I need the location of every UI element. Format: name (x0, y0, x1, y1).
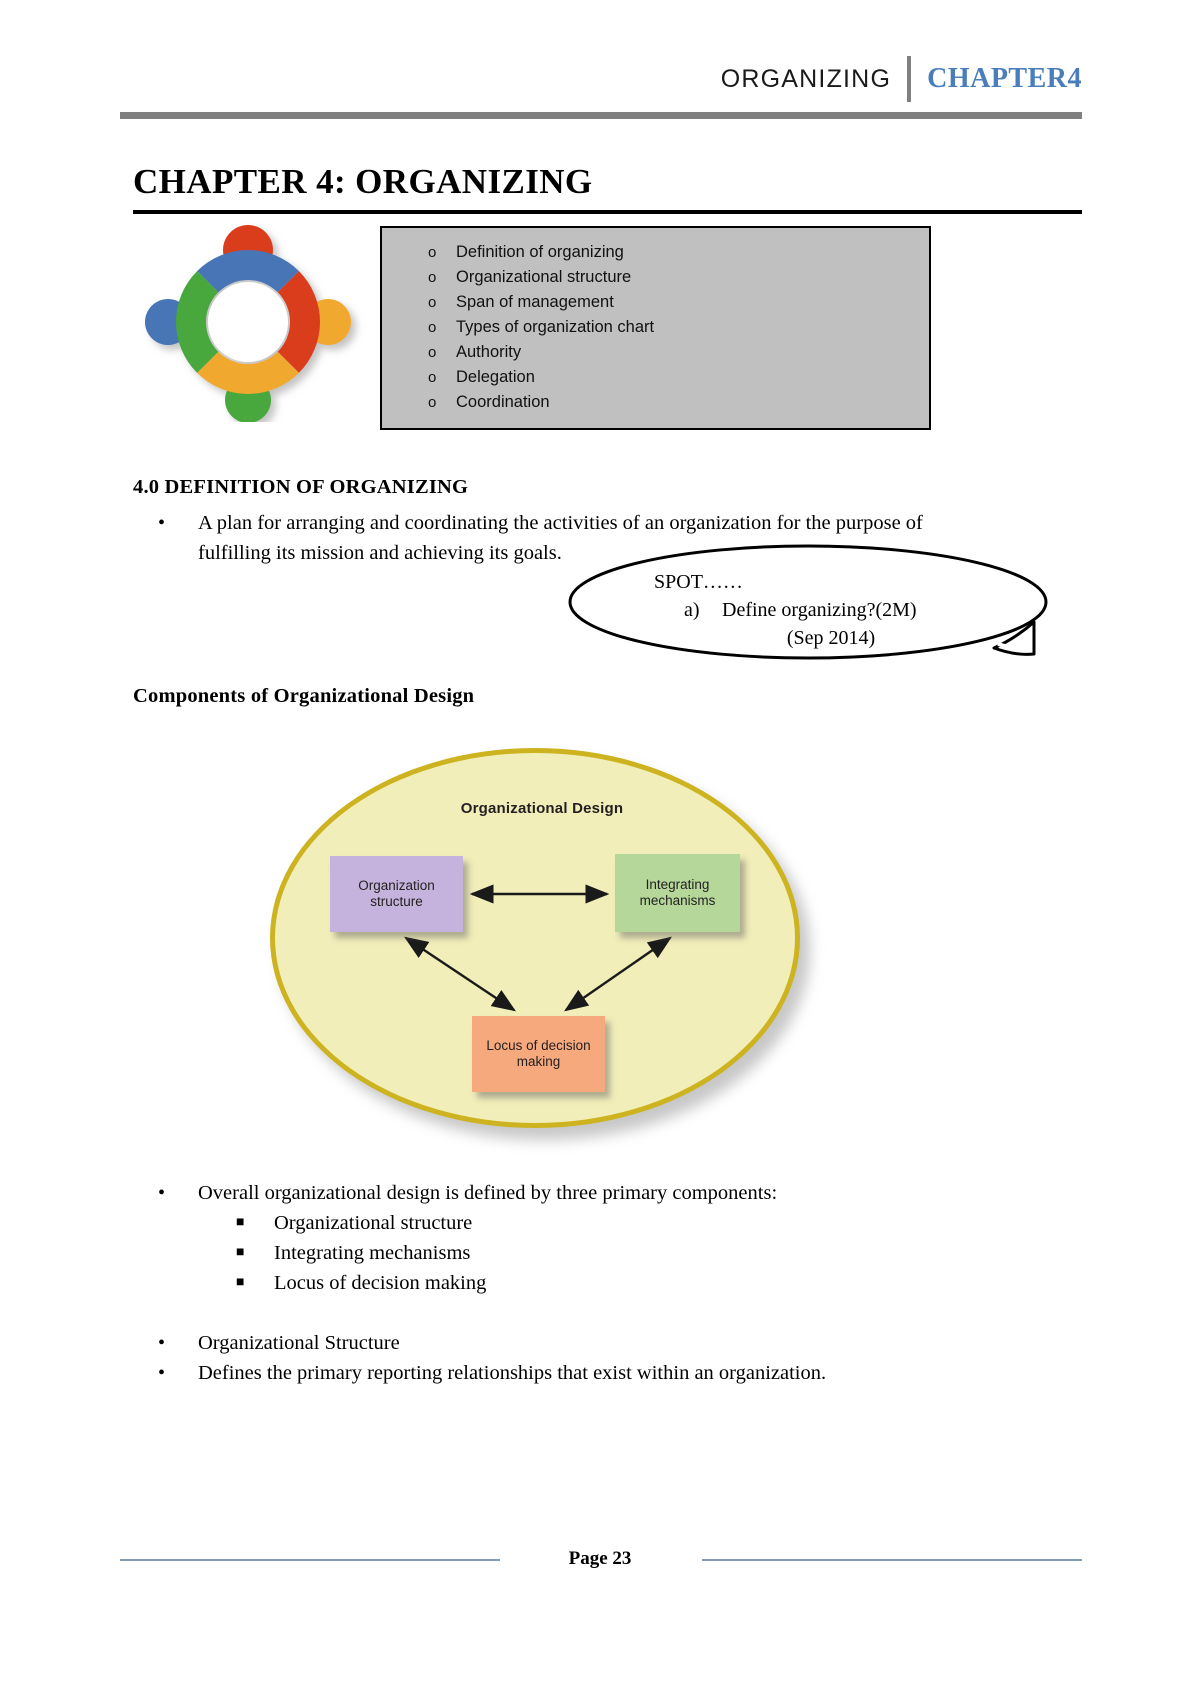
toc-item-label: Authority (456, 343, 522, 361)
toc-item: o Organizational structure (382, 265, 929, 290)
closing-bullets: • Organizational Structure • Defines the… (158, 1328, 998, 1388)
spot-question-marker: a) (684, 599, 700, 621)
bullet-dot-icon: • (158, 1332, 166, 1354)
definition-bullet-text: A plan for arranging and coordinating th… (198, 512, 923, 564)
closing-bullet-text: Organizational Structure (198, 1332, 400, 1354)
diagram-node-integrating-line2: mechanisms (639, 893, 716, 908)
diagram-node-structure-line2: structure (370, 894, 423, 909)
toc-marker-icon: o (428, 294, 437, 311)
toc-item: o Coordination (382, 390, 929, 415)
page-header: ORGANIZING CHAPTER4 (0, 56, 1200, 116)
diagram-title: Organizational Design (460, 800, 624, 817)
toc-marker-icon: o (428, 394, 437, 411)
toc-item: o Definition of organizing (382, 240, 929, 265)
teamwork-circle-logo (128, 222, 368, 423)
spot-question-row: a) Define organizing?(2M) (654, 596, 994, 624)
spot-label: SPOT…… (654, 571, 743, 593)
footer-rule-left (120, 1559, 500, 1561)
toc-item-label: Coordination (456, 393, 550, 411)
list-item: • Organizational Structure (158, 1328, 998, 1358)
page-footer: Page 23 (0, 1540, 1200, 1580)
toc-item: o Span of management (382, 290, 929, 315)
toc-item: o Delegation (382, 365, 929, 390)
chapter-contents-box: o Definition of organizing o Organizatio… (380, 226, 931, 430)
toc-item-label: Types of organization chart (456, 318, 655, 336)
list-item: ■ Locus of decision making (236, 1268, 998, 1298)
diagram-node-structure: Organization structure (330, 856, 463, 932)
title-rule (133, 210, 1082, 214)
page-title: CHAPTER 4: ORGANIZING (133, 162, 593, 201)
toc-item-label: Organizational structure (456, 268, 632, 286)
header-left-label: ORGANIZING (720, 64, 892, 93)
components-list-item: Locus of decision making (274, 1272, 487, 1294)
toc-marker-icon: o (428, 369, 437, 386)
toc-item-label: Definition of organizing (456, 243, 624, 261)
page-number: Page 23 (568, 1548, 632, 1569)
toc-marker-icon: o (428, 344, 437, 361)
toc-item: o Authority (382, 340, 929, 365)
bullet-square-icon: ■ (236, 1215, 245, 1230)
diagram-node-structure-line1: Organization (358, 878, 435, 893)
header-divider (907, 56, 912, 102)
definition-heading: 4.0 DEFINITION OF ORGANIZING (133, 476, 469, 498)
diagram-node-locus: Locus of decision making (472, 1016, 605, 1092)
spot-question-text: Define organizing?(2M) (722, 599, 917, 621)
bullet-dot-icon: • (158, 1362, 166, 1384)
header-chapter-label: CHAPTER4 (927, 63, 1082, 94)
bullet-dot-icon: • (158, 512, 166, 534)
list-item: ■ Integrating mechanisms (236, 1238, 998, 1268)
spot-date: (Sep 2014) (786, 627, 876, 649)
bullet-square-icon: ■ (236, 1275, 245, 1290)
list-item: • Overall organizational design is defin… (158, 1178, 998, 1208)
bullet-square-icon: ■ (236, 1245, 245, 1260)
components-list: • Overall organizational design is defin… (158, 1178, 998, 1298)
list-item: • Defines the primary reporting relation… (158, 1358, 998, 1388)
diagram-arrows (404, 884, 672, 1012)
diagram-node-integrating-line1: Integrating (645, 877, 710, 892)
header-title-group: ORGANIZING CHAPTER4 (721, 56, 1082, 102)
toc-item: o Types of organization chart (382, 315, 929, 340)
toc-item-label: Delegation (456, 368, 535, 386)
diagram-node-integrating: Integrating mechanisms (615, 854, 740, 932)
toc-marker-icon: o (428, 319, 437, 336)
components-list-item: Organizational structure (274, 1212, 473, 1234)
components-list-lead: Overall organizational design is defined… (198, 1182, 778, 1204)
list-item: ■ Organizational structure (236, 1208, 998, 1238)
header-rule (120, 112, 1082, 119)
components-heading: Components of Organizational Design (133, 685, 475, 707)
spot-callout-bubble: SPOT…… a) Define organizing?(2M) (Sep 20… (566, 540, 1066, 680)
closing-bullet-text: Defines the primary reporting relationsh… (198, 1362, 827, 1384)
toc-item-label: Span of management (456, 293, 614, 311)
diagram-node-locus-line2: making (516, 1054, 561, 1069)
footer-rule-right (702, 1559, 1082, 1561)
diagram-node-locus-line1: Locus of decision (486, 1038, 591, 1053)
bullet-dot-icon: • (158, 1182, 166, 1204)
organizational-design-diagram: Organizational Design Organization struc… (262, 742, 822, 1152)
components-list-item: Integrating mechanisms (274, 1242, 471, 1264)
toc-marker-icon: o (428, 269, 437, 286)
toc-marker-icon: o (428, 244, 437, 261)
spot-callout-text: SPOT…… a) Define organizing?(2M) (Sep 20… (654, 568, 994, 652)
definition-bullet: • A plan for arranging and coordinating … (158, 508, 988, 568)
